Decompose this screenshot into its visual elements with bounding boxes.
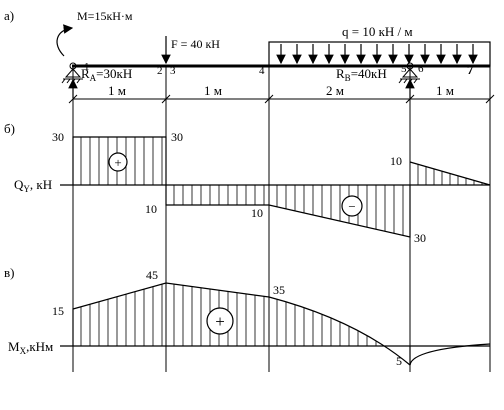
shear-diagram: QY, кН 30 30 10 10 10 30 + − — [14, 130, 491, 245]
panel-label-b: б) — [4, 121, 15, 136]
panel-label-a: а) — [4, 8, 14, 23]
point-2: 2 — [157, 65, 163, 77]
shear-positive-sign: + — [108, 152, 128, 172]
moment-axis-label: MX,кНм — [8, 339, 53, 356]
beam-scheme: q = 10 кН / м F = 40 кН M=15кН·м RA=30кН — [56, 9, 495, 104]
reaction-b-label: RB=40кН — [336, 66, 387, 83]
span-label-2: 1 м — [204, 83, 222, 98]
shear-value-30-right: 30 — [171, 130, 183, 144]
section-lines — [72, 66, 491, 372]
span-label-4: 1 м — [436, 83, 454, 98]
shear-negative-sign: − — [341, 195, 363, 217]
moment-arrow — [56, 24, 74, 57]
point-7: 7 — [467, 62, 474, 77]
dimension-ticks — [68, 94, 495, 104]
distributed-load — [268, 41, 491, 67]
span-label-1: 1 м — [108, 83, 126, 98]
shear-value-30-left: 30 — [52, 130, 64, 144]
svg-text:−: − — [348, 199, 355, 214]
force-label: F = 40 кН — [171, 37, 220, 51]
shear-value-10-right: 10 — [390, 154, 402, 168]
shear-value-10-left: 10 — [145, 202, 157, 216]
panel-label-c: в) — [4, 265, 14, 280]
point-4: 4 — [259, 65, 265, 77]
moment-value-45: 45 — [146, 268, 158, 282]
svg-text:+: + — [114, 155, 121, 170]
point-1: 1 — [84, 61, 90, 73]
moment-diagram: MX,кНм 15 45 35 5 + — [8, 268, 491, 368]
moment-label: M=15кН·м — [77, 9, 133, 23]
moment-value-35: 35 — [273, 283, 285, 297]
reaction-a-label: RA=30кН — [81, 66, 132, 83]
svg-text:+: + — [215, 312, 225, 331]
shear-value-10-mid: 10 — [251, 206, 263, 220]
moment-value-5: 5 — [396, 354, 402, 368]
point-6: 6 — [418, 63, 424, 75]
span-label-3: 2 м — [326, 83, 344, 98]
load-label: q = 10 кН / м — [342, 24, 413, 39]
shear-value-30-bottom: 30 — [414, 231, 426, 245]
shear-axis-label: QY, кН — [14, 177, 52, 194]
point-3: 3 — [170, 65, 176, 77]
moment-value-15: 15 — [52, 304, 64, 318]
point-5: 5 — [401, 63, 407, 75]
moment-positive-sign: + — [206, 307, 234, 335]
